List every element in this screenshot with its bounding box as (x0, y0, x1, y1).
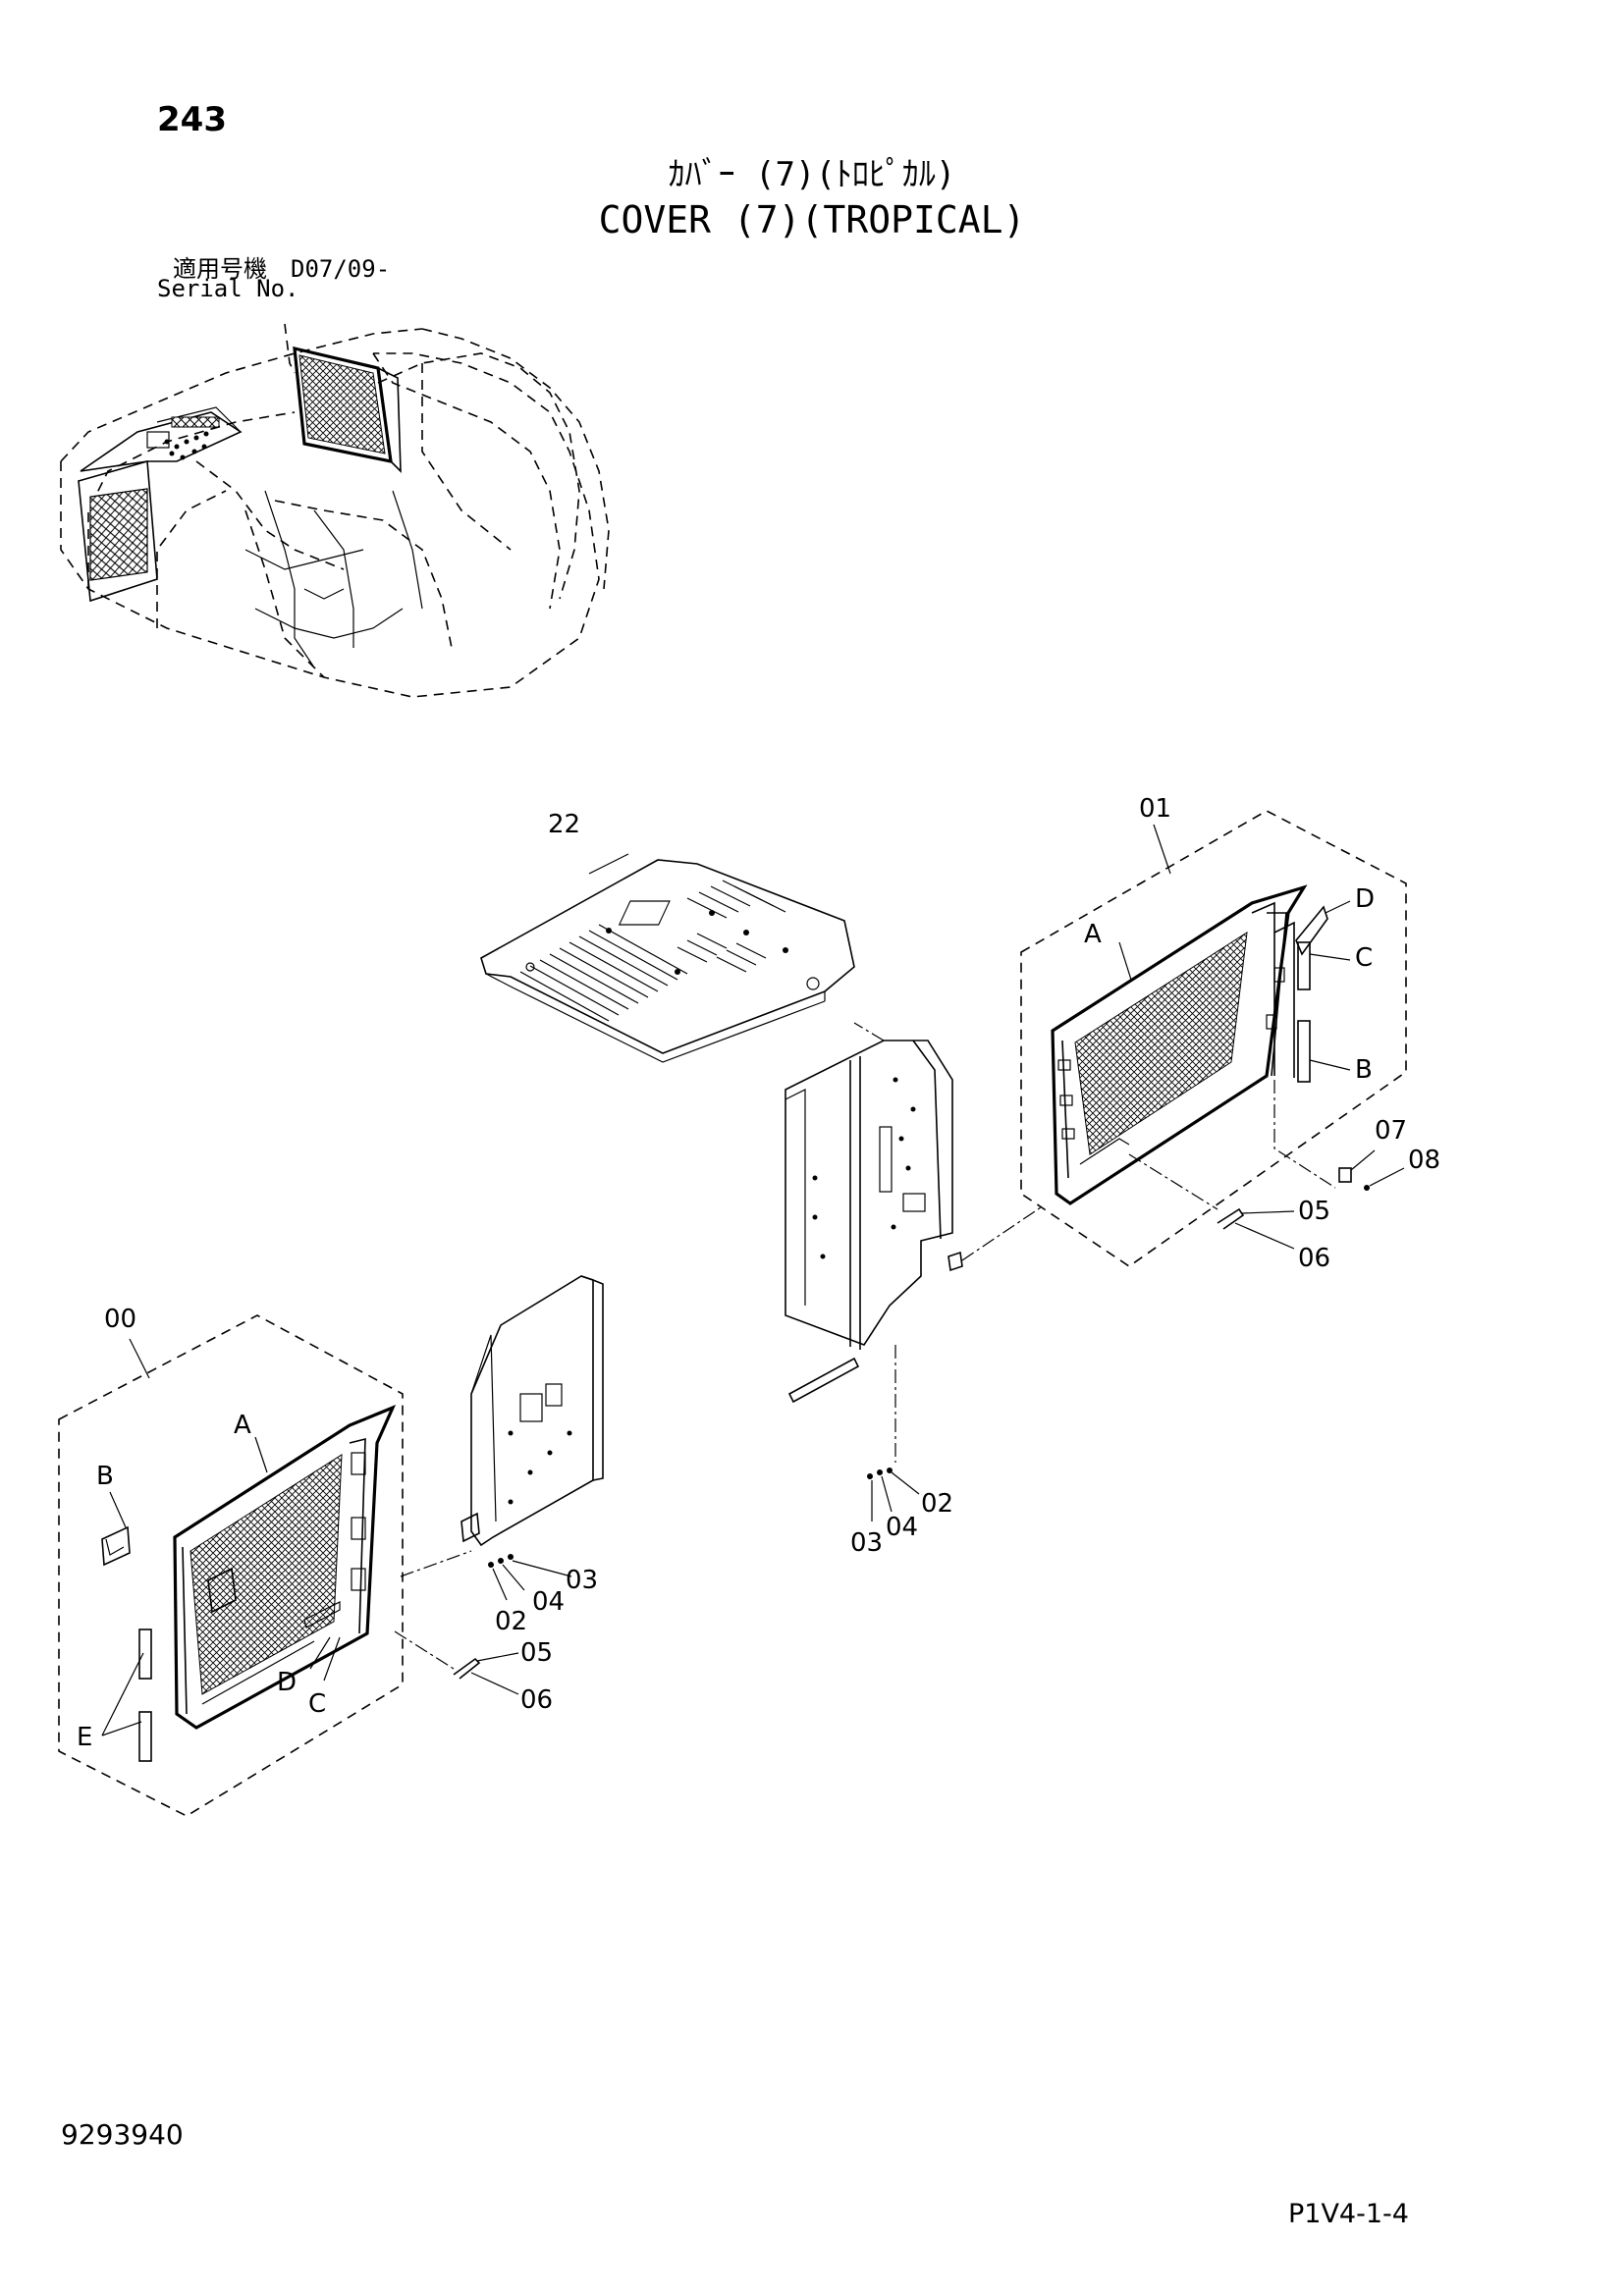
part-00-E-label-2 (138, 1711, 152, 1762)
assembly-01-side-frame (1251, 901, 1336, 1189)
callout-05-right: 05 (1298, 1197, 1330, 1226)
part-01-D-sticker (1295, 905, 1328, 956)
callout-08-right: 08 (1408, 1146, 1440, 1175)
serial-number-label: Serial No. (157, 275, 299, 302)
callout-02-right: 02 (921, 1489, 953, 1519)
page-number: 243 (157, 100, 227, 139)
callout-03-right: 03 (850, 1528, 883, 1558)
part-03-washer-right (867, 1473, 873, 1479)
part-01-B-label (1297, 1020, 1311, 1083)
part-22-top-plate (480, 859, 855, 1063)
callout-02-left: 02 (495, 1607, 527, 1636)
callout-04-right: 04 (886, 1513, 918, 1542)
machine-overview-drawing (60, 323, 610, 698)
callout-05-left: 05 (520, 1638, 553, 1668)
part-02-bolt-left (488, 1562, 494, 1568)
page-title-english: COVER (7)(TROPICAL) (598, 198, 1026, 241)
part-00-E-label-1 (138, 1629, 152, 1680)
callout-22: 22 (548, 810, 580, 839)
page-title-japanese: ｶﾊﾞｰ (7)(ﾄﾛﾋﾟｶﾙ) (668, 155, 956, 194)
callout-07-right: 07 (1375, 1116, 1407, 1146)
callout-01-C: C (1355, 943, 1373, 973)
part-02-bolt-right (887, 1468, 893, 1473)
serial-applicability-label: 適用号機 D07/09- (173, 255, 391, 283)
part-05-rod-left (453, 1657, 481, 1680)
callout-04-left: 04 (532, 1587, 565, 1617)
callout-00-C: C (308, 1689, 326, 1719)
callout-00-B: B (96, 1462, 114, 1491)
callout-01-D: D (1355, 884, 1375, 914)
part-07-clip (1338, 1167, 1352, 1183)
assembly-00-box (58, 1314, 404, 1817)
document-code: 9293940 (61, 2118, 184, 2151)
assembly-00-mesh-cover (173, 1405, 397, 1730)
part-03-washer-left (508, 1554, 514, 1560)
callout-01-A: A (1084, 920, 1102, 949)
plate-slots (519, 880, 786, 1022)
part-01-C-label (1297, 941, 1311, 990)
part-08-screw (1364, 1185, 1370, 1191)
part-04-nut-left (498, 1558, 504, 1564)
callout-00-D: D (277, 1668, 297, 1697)
left-side-frame-panel (460, 1275, 604, 1547)
callout-06-left: 06 (520, 1685, 553, 1715)
callout-00: 00 (104, 1305, 136, 1334)
part-05-rod-right (1217, 1207, 1245, 1230)
callout-03-left: 03 (566, 1566, 598, 1595)
part-04-nut-right (877, 1469, 883, 1475)
callout-01-B: B (1355, 1055, 1373, 1085)
callout-06-right: 06 (1298, 1244, 1330, 1273)
center-frame-panel (785, 1022, 1042, 1463)
callout-01: 01 (1139, 794, 1171, 824)
page-reference: P1V4-1-4 (1288, 2199, 1409, 2229)
part-00-B-label (101, 1525, 131, 1567)
callout-00-A: A (234, 1411, 251, 1440)
callout-00-E: E (77, 1723, 92, 1752)
